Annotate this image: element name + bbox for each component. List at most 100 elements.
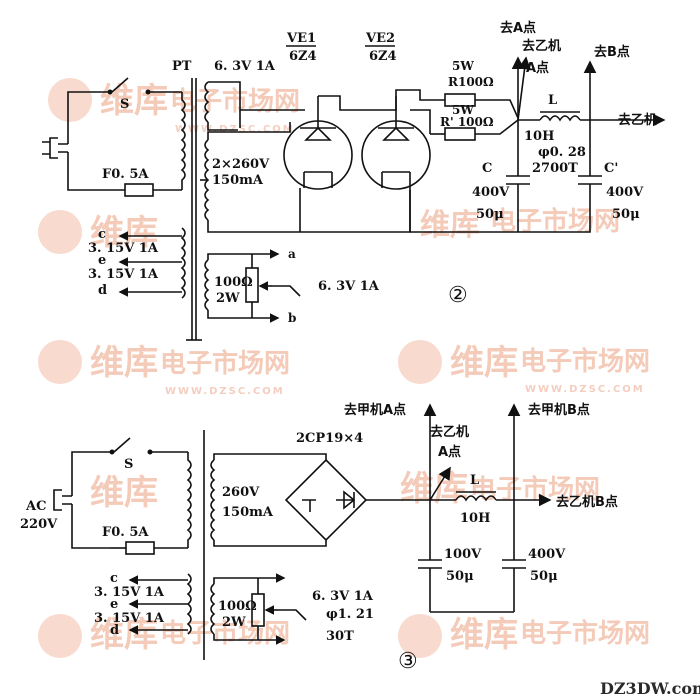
figure-2-number: ② — [448, 283, 468, 308]
svg-text:3. 15V 1A: 3. 15V 1A — [94, 611, 165, 626]
svg-text:去甲机A点: 去甲机A点 — [344, 402, 406, 418]
figure-2: S F0. 5A PT 6. 3V 1A VE1 6Z4 VE2 6Z4 2×2… — [42, 20, 666, 341]
svg-text:2700T: 2700T — [532, 161, 578, 176]
svg-text:电子市场网: 电子市场网 — [520, 618, 650, 649]
svg-text:维库: 维库 — [400, 469, 468, 509]
bridge-rectifier — [284, 458, 368, 542]
svg-text:WWW.DZSC.COM: WWW.DZSC.COM — [525, 384, 645, 395]
pt-primary-coil — [180, 92, 186, 190]
svg-text:50μ: 50μ — [476, 207, 504, 222]
watermark-3: 维库 电子市场网 WWW.DZSC.COM 维库 电子市场网 WWW.DZSC.… — [38, 340, 650, 397]
figure-3-number: ③ — [398, 649, 418, 674]
svg-text:L: L — [470, 473, 479, 488]
svg-text:VE1: VE1 — [286, 31, 316, 46]
capacitor-1-3: 100V 50μ — [418, 500, 482, 612]
svg-text:3. 15V 1A: 3. 15V 1A — [88, 241, 159, 256]
svg-text:a: a — [288, 247, 296, 261]
svg-text:400V: 400V — [528, 547, 566, 562]
svg-text:100Ω: 100Ω — [214, 275, 253, 290]
svg-text:维库: 维库 — [90, 615, 158, 655]
watermark-4: 维库 维库 电子市场网 — [90, 469, 600, 513]
svg-text:去乙机: 去乙机 — [618, 112, 657, 128]
svg-text:10H: 10H — [460, 511, 490, 526]
transformer-core — [191, 78, 197, 340]
svg-text:6Z4: 6Z4 — [369, 49, 397, 64]
svg-text:30T: 30T — [326, 629, 354, 644]
svg-text:WWW.DZSC.COM: WWW.DZSC.COM — [165, 386, 285, 397]
svg-text:A点: A点 — [526, 60, 549, 76]
svg-text:50μ: 50μ — [612, 207, 640, 222]
capacitor-c: C 400V 50μ — [472, 120, 530, 228]
svg-text:R' 100Ω: R' 100Ω — [440, 115, 494, 129]
svg-text:6Z4: 6Z4 — [289, 49, 317, 64]
inductor-l-3: L 10H — [455, 473, 497, 526]
svg-text:6. 3V 1A: 6. 3V 1A — [318, 279, 380, 294]
svg-text:2CP19×4: 2CP19×4 — [296, 431, 363, 446]
ac-plug-icon — [53, 489, 72, 511]
svg-text:b: b — [288, 311, 296, 325]
svg-text:150mA: 150mA — [212, 173, 264, 188]
svg-text:220V: 220V — [20, 517, 58, 532]
svg-text:维库: 维库 — [420, 208, 480, 243]
svg-text:R100Ω: R100Ω — [448, 75, 494, 89]
svg-text:6. 3V 1A: 6. 3V 1A — [312, 589, 374, 604]
svg-text:维库: 维库 — [450, 343, 518, 383]
svg-text:VE2: VE2 — [365, 31, 395, 46]
corner-logo: DZ3DW.com — [600, 679, 700, 698]
svg-text:3. 15V 1A: 3. 15V 1A — [88, 267, 159, 282]
svg-text:50μ: 50μ — [446, 569, 474, 584]
svg-text:3. 15V 1A: 3. 15V 1A — [94, 585, 165, 600]
heater-winding — [204, 81, 210, 123]
svg-text:维库: 维库 — [450, 615, 518, 655]
svg-text:100V: 100V — [444, 547, 482, 562]
svg-text:S: S — [120, 97, 129, 112]
svg-text:维库: 维库 — [90, 473, 158, 513]
inductor-l: L 10H φ0. 28 2700T — [524, 93, 586, 176]
svg-text:电子市场网: 电子市场网 — [160, 618, 290, 649]
svg-text:5W: 5W — [452, 59, 474, 73]
svg-text:φ1. 21: φ1. 21 — [326, 607, 374, 622]
svg-text:A点: A点 — [438, 444, 461, 460]
svg-text:c: c — [98, 227, 106, 242]
svg-text:去乙机: 去乙机 — [522, 38, 561, 54]
svg-text:e: e — [98, 253, 106, 268]
svg-text:L: L — [548, 93, 557, 108]
svg-text:260V: 260V — [222, 485, 260, 500]
svg-text:50μ: 50μ — [530, 569, 558, 584]
svg-text:电子市场网: 电子市场网 — [520, 346, 650, 377]
svg-text:d: d — [110, 623, 119, 638]
svg-text:2W: 2W — [222, 615, 246, 630]
resistor-r: 5W R100Ω — [444, 59, 519, 119]
svg-text:去B点: 去B点 — [594, 44, 630, 60]
svg-text:c: c — [110, 571, 118, 586]
svg-text:e: e — [110, 597, 118, 612]
svg-text:S: S — [124, 457, 133, 472]
svg-text:电子市场网: 电子市场网 — [170, 86, 300, 117]
svg-text:2W: 2W — [216, 291, 240, 306]
capacitor-c-prime: C' 400V 50μ — [578, 120, 644, 228]
switch-s: S — [107, 77, 182, 112]
svg-text:φ0. 28: φ0. 28 — [538, 145, 586, 160]
svg-text:F0. 5A: F0. 5A — [102, 167, 149, 182]
resistor-r-prime: 5W R' 100Ω — [430, 103, 519, 141]
watermark-5: 维库 电子市场网 维库 电子市场网 — [38, 614, 650, 658]
figure-3: AC 220V S F0. 5A c 3. 15V 1A e 3 — [20, 402, 618, 674]
plug-icon — [42, 137, 68, 159]
svg-text:去乙机B点: 去乙机B点 — [556, 494, 618, 510]
pt-label: PT — [172, 59, 192, 74]
svg-text:2×260V: 2×260V — [212, 157, 270, 172]
svg-text:C': C' — [604, 161, 618, 176]
svg-text:去甲机B点: 去甲机B点 — [528, 402, 590, 418]
svg-text:AC: AC — [25, 499, 46, 514]
switch-s-3: S — [109, 437, 188, 472]
svg-text:去乙机: 去乙机 — [430, 424, 469, 440]
svg-text:F0. 5A: F0. 5A — [102, 525, 149, 540]
svg-text:去A点: 去A点 — [500, 20, 536, 36]
svg-text:C: C — [482, 161, 492, 176]
tube-ve1 — [283, 96, 353, 190]
svg-text:6. 3V 1A: 6. 3V 1A — [214, 59, 276, 74]
capacitor-2-3: 400V 50μ — [502, 500, 566, 612]
svg-text:150mA: 150mA — [222, 505, 274, 520]
svg-text:400V: 400V — [472, 185, 510, 200]
svg-text:10H: 10H — [524, 129, 554, 144]
